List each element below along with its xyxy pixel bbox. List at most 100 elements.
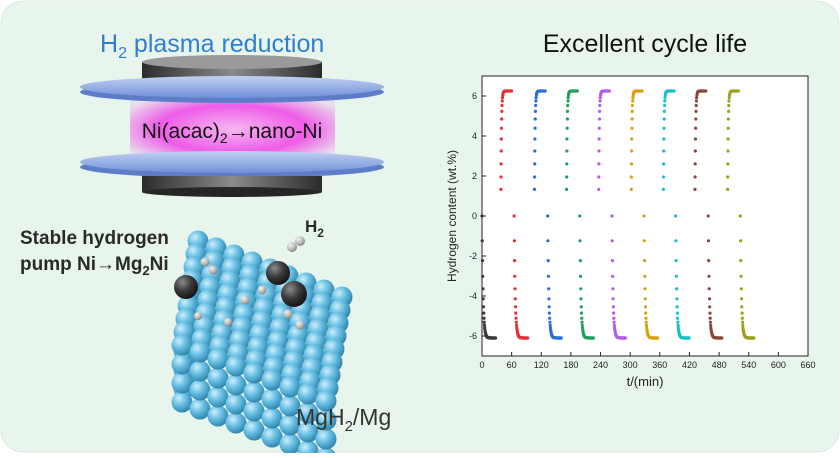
desorption-point [707, 297, 712, 301]
h-atom [208, 265, 218, 275]
desorption-point [546, 274, 551, 278]
absorption-point [534, 96, 538, 100]
mg-atom [189, 398, 211, 420]
desorption-point [643, 287, 647, 291]
desorption-point [481, 305, 486, 309]
absorption-point [510, 89, 514, 93]
desorption-point [708, 311, 712, 315]
plasma-glow [130, 96, 335, 162]
desorption-point [482, 320, 486, 324]
absorption-point [534, 99, 538, 103]
desorption-point [546, 214, 550, 218]
absorption-point [565, 149, 569, 153]
h-atom [200, 257, 210, 267]
desorption-point [579, 305, 583, 309]
absorption-point [630, 126, 634, 130]
absorption-point [598, 109, 602, 113]
desorption-point [708, 305, 712, 309]
cycle-series [629, 89, 660, 340]
absorption-point [694, 99, 699, 103]
desorption-point [623, 336, 628, 340]
desorption-point [515, 323, 519, 327]
plasma-reactor: Ni(acac)2→nano-Ni [80, 55, 384, 197]
absorption-point [598, 96, 602, 100]
desorption-point [512, 214, 516, 218]
absorption-point [726, 162, 730, 166]
desorption-point [481, 287, 485, 291]
desorption-point [514, 316, 518, 320]
mg-atom [261, 407, 283, 429]
desorption-point [580, 320, 584, 324]
desorption-point [676, 323, 680, 327]
desorption-point [580, 323, 584, 327]
x-tick-label: 360 [652, 360, 667, 370]
desorption-point [610, 239, 614, 243]
absorption-point [499, 137, 503, 141]
absorption-point [693, 162, 697, 166]
absorption-point [566, 103, 570, 108]
desorption-point [739, 239, 743, 243]
absorption-point [566, 96, 570, 100]
absorption-point [693, 149, 697, 153]
absorption-point [499, 187, 503, 191]
desorption-point [546, 259, 550, 263]
absorption-point [630, 149, 634, 153]
desorption-point [547, 287, 551, 291]
h-atom [194, 312, 202, 320]
desorption-point [674, 274, 679, 278]
mg-atom [207, 386, 229, 408]
desorption-point [707, 259, 711, 263]
h2-atom [287, 242, 297, 252]
cycle-series [726, 89, 756, 340]
desorption-point [740, 305, 744, 309]
y-tick-label: 0 [472, 211, 477, 221]
desorption-point [494, 336, 498, 340]
mg-atom [243, 419, 265, 441]
desorption-point [480, 259, 485, 263]
desorption-point [580, 316, 584, 320]
absorption-point [565, 175, 569, 179]
desorption-point [480, 239, 484, 243]
absorption-point [597, 187, 601, 191]
mg-atom [189, 360, 211, 382]
absorption-point [661, 175, 666, 179]
desorption-point [738, 214, 742, 218]
absorption-point [499, 162, 503, 166]
desorption-point [514, 320, 518, 324]
desorption-point [579, 287, 583, 291]
desorption-point [707, 287, 711, 291]
desorption-point [548, 316, 552, 320]
absorption-point [630, 103, 635, 108]
absorption-point [672, 89, 676, 93]
desorption-point [612, 316, 616, 320]
mg-atom [171, 353, 193, 375]
desorption-point [752, 336, 756, 340]
desorption-point [547, 305, 551, 309]
bottom-plate [80, 151, 384, 173]
y-tick-label: -2 [469, 251, 477, 261]
absorption-point [694, 126, 698, 130]
absorption-point [500, 103, 504, 108]
y-tick-label: 2 [472, 171, 477, 181]
mg-atom [171, 334, 193, 356]
absorption-point [565, 109, 570, 113]
ni-particle [174, 275, 198, 299]
absorption-point [726, 117, 731, 121]
desorption-point [559, 336, 563, 340]
absorption-point [663, 96, 667, 100]
desorption-point [513, 274, 517, 278]
desorption-point [720, 336, 724, 340]
y-axis-label: Hydrogen content (wt.%) [445, 150, 459, 282]
desorption-point [547, 311, 552, 315]
x-tick-label: 420 [682, 360, 697, 370]
x-tick-label: 120 [534, 360, 549, 370]
desorption-point [548, 320, 552, 324]
absorption-point [533, 137, 537, 141]
desorption-point [610, 214, 614, 218]
absorption-point [499, 175, 503, 179]
ni-particle [266, 261, 290, 285]
desorption-point [611, 287, 615, 291]
h-atom [224, 318, 232, 326]
desorption-point [708, 320, 713, 324]
